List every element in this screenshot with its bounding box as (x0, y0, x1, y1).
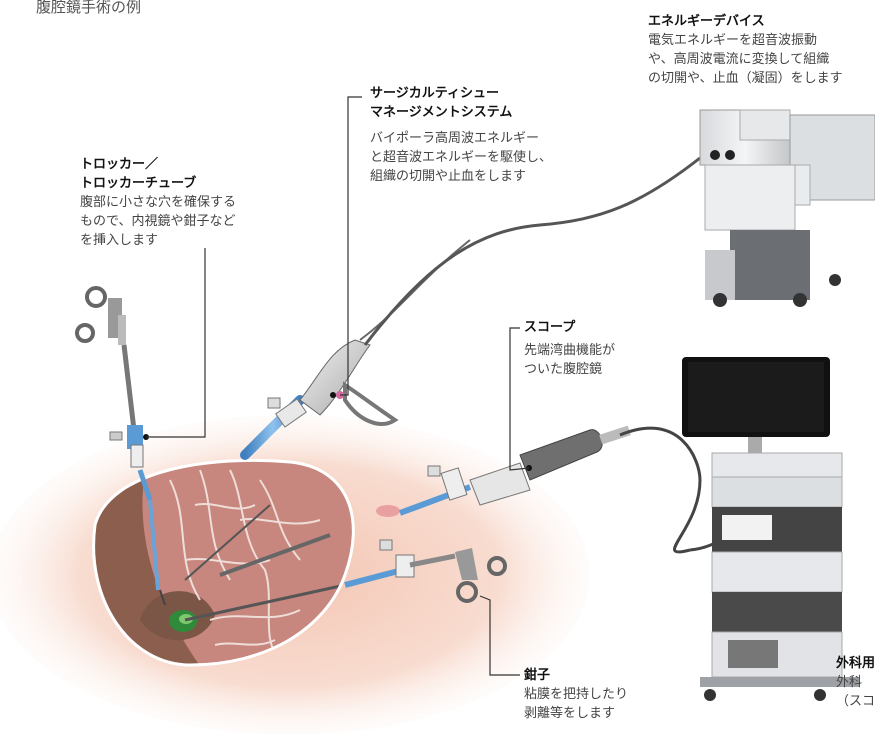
leader-tissue (340, 96, 362, 396)
incision-hole (376, 505, 400, 517)
trocar-desc-1: 腹部に小さな穴を確保する (80, 195, 237, 210)
label-energy-device: エネルギーデバイス 電気エネルギーを超音波振動 や、高周波電流に変換して組織 の… (648, 12, 843, 88)
surgery-system-tower (682, 357, 860, 701)
trocar-heading-1: トロッカー／ (80, 157, 159, 172)
label-trocar: トロッカー／ トロッカーチューブ 腹部に小さな穴を確保する もので、内視鏡や鉗子… (80, 155, 236, 250)
tissue-system-heading-2: マネージメントシステム (370, 105, 513, 120)
tissue-system-desc-2: と超音波エネルギーを駆使し、 (370, 150, 553, 165)
trocar-desc-3: を挿入します (80, 233, 159, 248)
label-surgery-system: 外科用 外科 （スコ (836, 654, 875, 711)
energy-cable (363, 156, 701, 346)
label-scope: スコープ 先端湾曲機能が ついた腹腔鏡 (524, 318, 615, 379)
forceps-heading: 鉗子 (524, 668, 551, 683)
tissue-management-device (240, 239, 471, 460)
label-tissue-system: サージカルティシュー マネージメントシステム バイポーラ高周波エネルギー と超音… (370, 84, 552, 186)
energy-device-heading: エネルギーデバイス (648, 14, 765, 29)
trocar-heading-2: トロッカーチューブ (80, 176, 197, 191)
leader-trocar (146, 248, 206, 438)
scope-heading: スコープ (524, 320, 576, 335)
energy-device-unit (699, 109, 875, 307)
energy-device-desc-1: 電気エネルギーを超音波振動 (648, 33, 818, 48)
forceps-instrument (344, 539, 507, 603)
scope-desc-2: ついた腹腔鏡 (524, 362, 603, 377)
leader-scope (509, 327, 530, 471)
scope-desc-1: 先端湾曲機能が (524, 343, 616, 358)
tissue-system-heading-1: サージカルティシュー (370, 86, 499, 101)
diagram-title: 腹腔鏡手術の例 (36, 0, 142, 16)
laparoscope (398, 425, 731, 554)
tissue-system-desc-1: バイポーラ高周波エネルギー (370, 131, 540, 146)
leader-forceps (479, 595, 520, 676)
forceps-desc-2: 剥離等をします (524, 706, 616, 721)
forceps-desc-1: 粘膜を把持したり (524, 687, 629, 702)
label-forceps: 鉗子 粘膜を把持したり 剥離等をします (524, 666, 628, 723)
surgery-system-heading: 外科用 (836, 656, 875, 671)
trocar-instrument (75, 286, 153, 501)
energy-device-desc-3: の切開や、止血（凝固）をします (648, 71, 843, 86)
surgery-system-desc-1: 外科 (836, 675, 863, 690)
energy-device-desc-2: や、高周波電流に変換して組織 (648, 52, 830, 67)
surgery-system-desc-2: （スコ (836, 694, 875, 709)
tissue-system-desc-3: 組織の切開や止血をします (370, 169, 527, 184)
trocar-desc-2: もので、内視鏡や鉗子など (80, 214, 236, 229)
